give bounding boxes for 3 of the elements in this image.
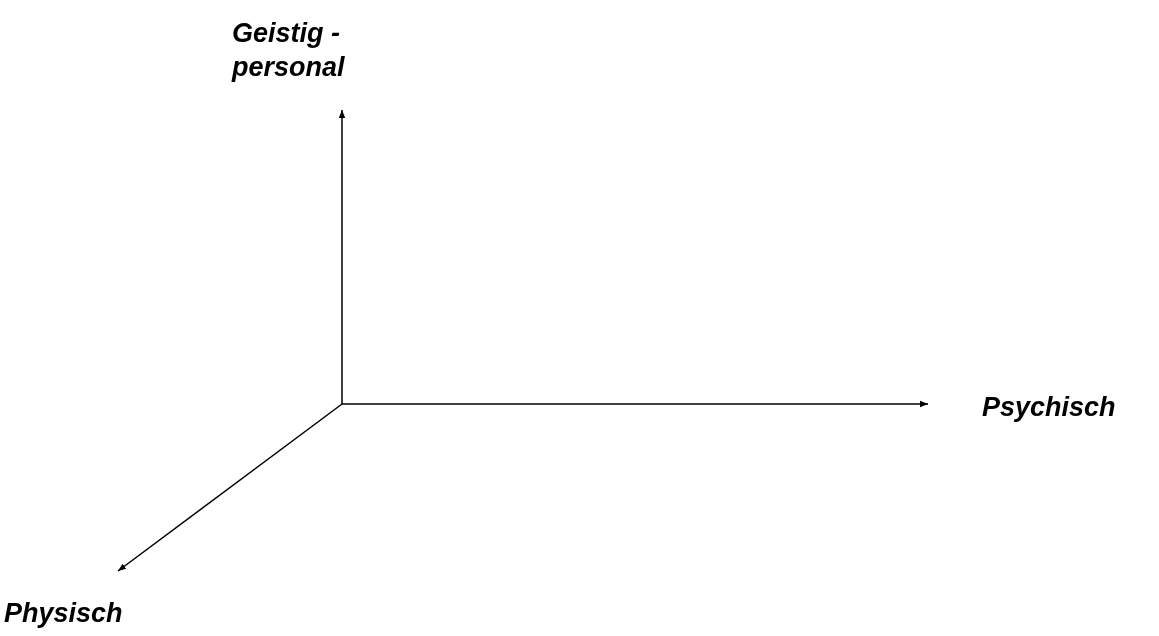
axis-label: Geistig - personal xyxy=(232,17,346,84)
axis-label: Psychisch xyxy=(982,391,1117,424)
axis-label: Physisch xyxy=(4,597,124,630)
